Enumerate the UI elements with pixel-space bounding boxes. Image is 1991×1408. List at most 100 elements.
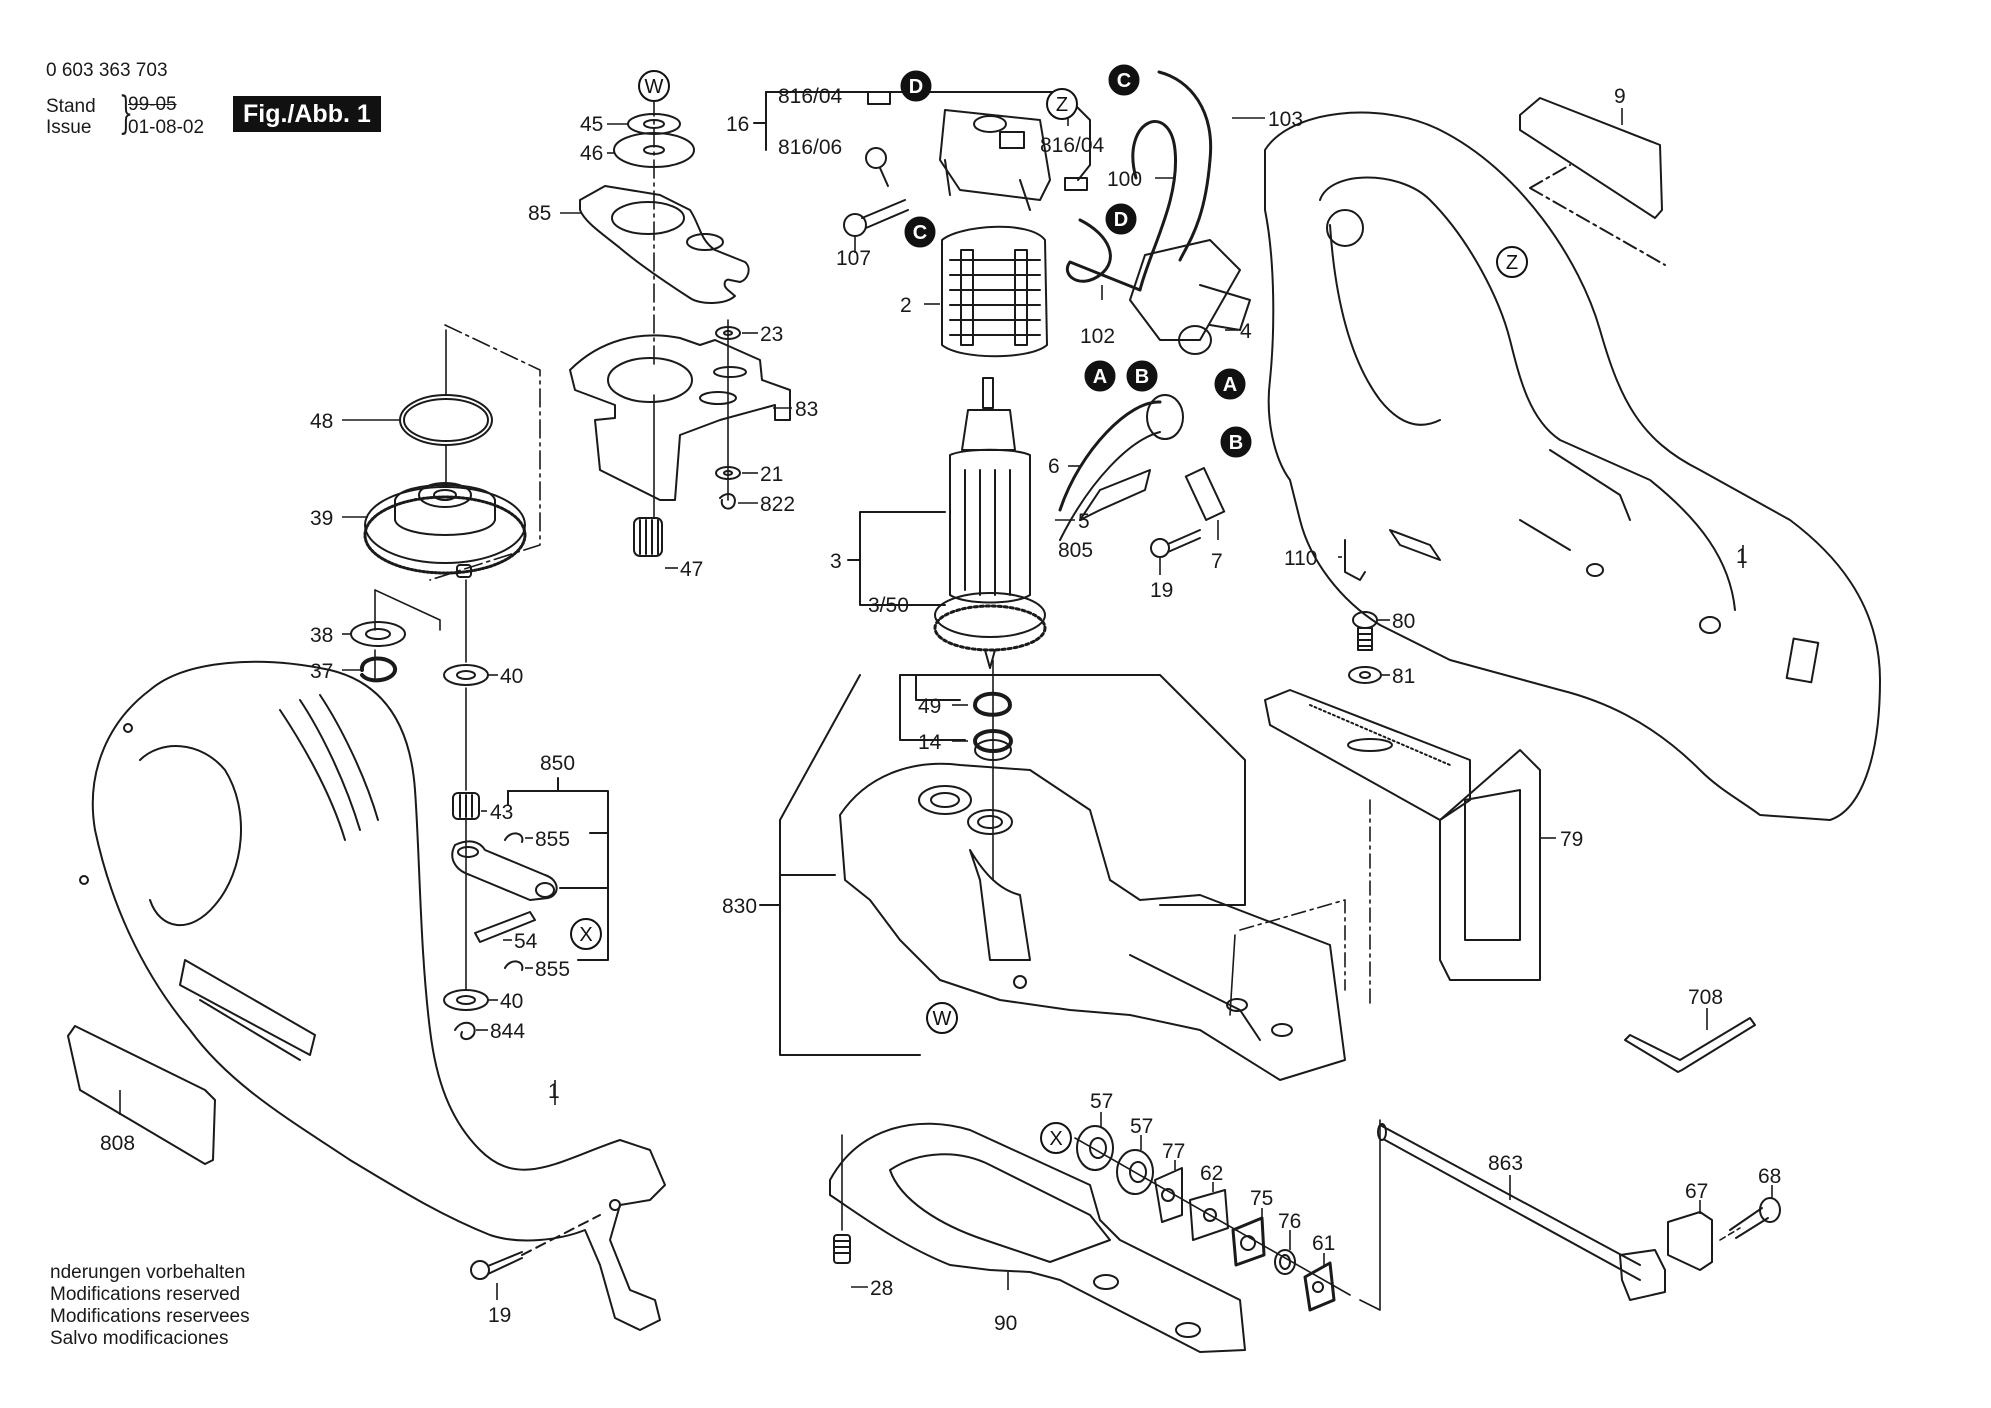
label-plate-9 <box>1519 97 1666 266</box>
part-label-2: 2 <box>900 294 912 317</box>
notice-line-spanish: Salvo modificaciones <box>50 1328 229 1349</box>
part-label-38: 38 <box>310 624 333 647</box>
notice-line-french: Modifications reservees <box>50 1306 250 1327</box>
reference-marker-A-switch: A <box>1084 360 1116 392</box>
part-label-1a: 1 <box>548 1080 560 1103</box>
marker-letter: A <box>1223 374 1237 396</box>
part-label-68: 68 <box>1758 1165 1781 1188</box>
rubber-pad-808 <box>67 1025 216 1165</box>
bearing-57-a <box>1076 1125 1114 1171</box>
part-label-77: 77 <box>1162 1140 1185 1163</box>
part-label-79: 79 <box>1560 828 1583 851</box>
marker-circle <box>1126 360 1158 392</box>
marker-letter: B <box>1135 366 1149 388</box>
marker-letter: A <box>1093 366 1107 388</box>
issue-label: Issue <box>46 117 92 138</box>
modifications-notice: nderungen vorbehalten Modifications rese… <box>50 1262 250 1350</box>
marker-circle <box>904 216 936 248</box>
part-label-57a: 57 <box>1090 1090 1113 1113</box>
part-label-61: 61 <box>1312 1232 1335 1255</box>
clamp-67 <box>1667 1211 1713 1271</box>
gear-housing-830 <box>839 762 1346 1081</box>
marker-letter: W <box>933 1008 952 1030</box>
screw-19-left <box>470 1214 601 1280</box>
part-label-14: 14 <box>918 731 942 754</box>
part-label-850: 850 <box>540 752 575 775</box>
part-label-40a: 40 <box>500 665 523 688</box>
part-label-830: 830 <box>722 895 757 918</box>
assembly-lines-bottom <box>1074 1119 1381 1311</box>
marker-letter: Z <box>1056 94 1068 116</box>
part-label-808: 808 <box>100 1132 135 1155</box>
reference-marker-A-cable: A <box>1214 368 1246 400</box>
marker-circle <box>1084 360 1116 392</box>
marker-letter: X <box>579 924 592 946</box>
part-label-45: 45 <box>580 113 603 136</box>
marker-circle <box>1040 1122 1072 1154</box>
bracket-850 <box>507 777 609 961</box>
reference-marker-D-mid: D <box>1105 203 1137 235</box>
reference-marker-X-left: X <box>570 918 602 950</box>
part-label-100: 100 <box>1107 168 1142 191</box>
part-label-107: 107 <box>836 247 871 270</box>
part-label-57b: 57 <box>1130 1115 1153 1138</box>
marker-letter: C <box>1117 70 1131 92</box>
part-label-4: 4 <box>1240 320 1252 343</box>
plate-61 <box>1303 1261 1336 1312</box>
pin-54 <box>474 911 536 943</box>
part-label-816-04b: 816/04 <box>1040 134 1105 157</box>
part-label-23: 23 <box>760 323 783 346</box>
plate-85 <box>579 185 750 304</box>
part-label-855b: 855 <box>535 958 570 981</box>
washer-38 <box>350 621 406 647</box>
part-label-19a: 19 <box>488 1304 511 1327</box>
part-label-16: 16 <box>726 113 749 136</box>
part-label-102: 102 <box>1080 325 1115 348</box>
field-coil-2 <box>941 225 1048 358</box>
bracket-83 <box>569 334 791 501</box>
wire-100 <box>1131 120 1178 292</box>
part-label-46: 46 <box>580 142 603 165</box>
part-label-75: 75 <box>1250 1187 1273 1210</box>
part-label-816-06: 816/06 <box>778 136 842 159</box>
part-label-85: 85 <box>528 202 551 225</box>
washer-40-lower <box>443 989 489 1011</box>
housing-right-shell <box>1264 111 1881 821</box>
part-label-54: 54 <box>514 930 538 953</box>
needle-bearing-47 <box>633 517 663 557</box>
clip-855-upper <box>504 832 524 843</box>
marker-letter: C <box>913 222 927 244</box>
screw-107 <box>843 199 909 237</box>
reference-marker-Z-right: Z <box>1496 246 1528 278</box>
clip-822 <box>719 493 736 510</box>
brush-holder <box>939 109 1051 211</box>
part-label-62: 62 <box>1200 1162 1223 1185</box>
part-label-708: 708 <box>1688 986 1723 1009</box>
o-ring-48 <box>399 394 493 446</box>
part-label-103: 103 <box>1268 108 1303 131</box>
assembly-lines-left <box>374 97 729 991</box>
carbon-brush <box>867 91 1088 191</box>
part-label-83: 83 <box>795 398 818 421</box>
marker-circle <box>1046 88 1078 120</box>
reference-marker-C-top: C <box>1108 64 1140 96</box>
part-label-7: 7 <box>1211 550 1223 573</box>
screw-28 <box>833 1134 851 1264</box>
clip-844 <box>454 1021 476 1040</box>
part-label-9: 9 <box>1614 85 1626 108</box>
block-62 <box>1189 1189 1229 1241</box>
figure-label: Fig./Abb. 1 <box>233 96 381 132</box>
marker-circle <box>1214 368 1246 400</box>
base-plate-90 <box>829 1122 1246 1353</box>
reference-marker-C-mid: C <box>904 216 936 248</box>
switch-4 <box>1129 239 1251 355</box>
part-label-47: 47 <box>680 558 703 581</box>
part-label-67: 67 <box>1685 1180 1708 1203</box>
part-label-1b: 1 <box>1736 545 1748 568</box>
part-label-76: 76 <box>1278 1210 1301 1233</box>
bearing-57-b <box>1116 1149 1154 1195</box>
marker-circle <box>1496 246 1528 278</box>
part-label-816-04a: 816/04 <box>778 85 843 108</box>
